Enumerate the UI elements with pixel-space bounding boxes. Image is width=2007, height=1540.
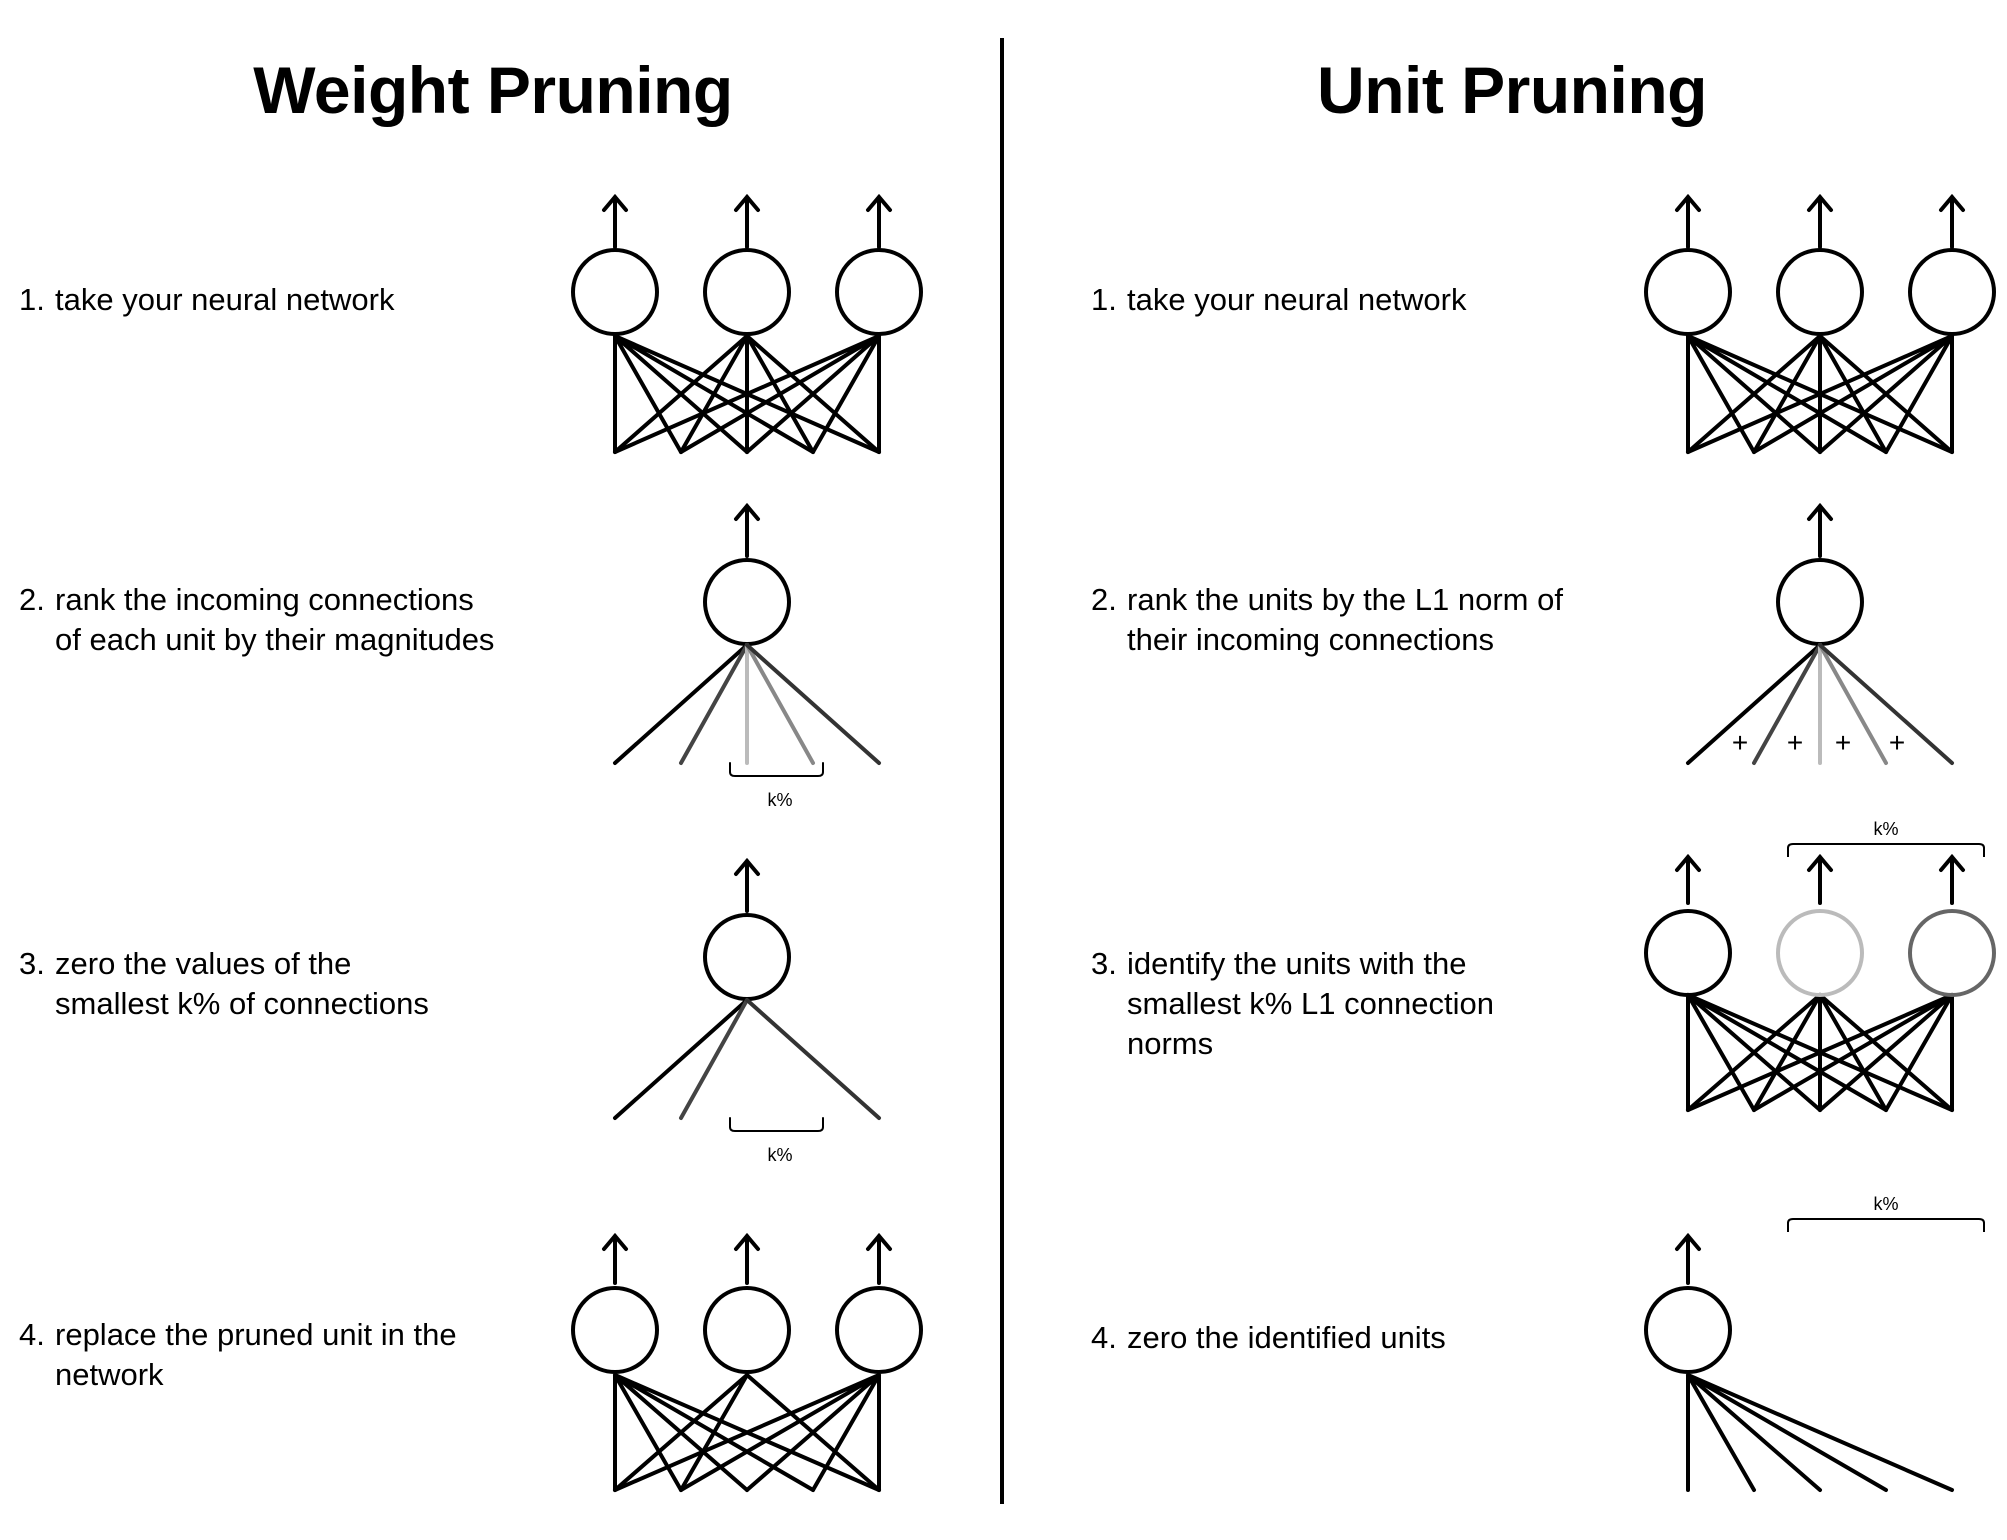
plus-sign: + bbox=[1889, 727, 1905, 758]
unit-node bbox=[1776, 558, 1864, 646]
k-percent-label: k% bbox=[767, 1145, 792, 1165]
connections bbox=[613, 334, 881, 454]
weight-step-4: 4. replace the pruned unit in the network bbox=[19, 1315, 579, 1395]
weight-single-unit-ranked bbox=[613, 502, 881, 777]
step-number: 4. bbox=[19, 1317, 45, 1352]
k-percent-label: k% bbox=[1873, 819, 1898, 839]
unit-pruning-title: Unit Pruning bbox=[1317, 53, 1707, 127]
k-bracket bbox=[1787, 1218, 1985, 1232]
step-number: 2. bbox=[1091, 582, 1117, 617]
unit-node bbox=[703, 1286, 791, 1374]
unit-node bbox=[1644, 909, 1732, 997]
unit-network-identify bbox=[1644, 853, 1996, 1112]
unit-node bbox=[1776, 248, 1864, 336]
unit-step-4: 4. zero the identified units bbox=[1091, 1318, 1651, 1358]
weight-network-replaced bbox=[571, 1232, 923, 1492]
unit-node bbox=[1908, 248, 1996, 336]
step-number: 3. bbox=[19, 946, 45, 981]
unit-single-l1-norm bbox=[1686, 502, 1954, 765]
unit-node bbox=[1644, 248, 1732, 336]
unit-step-1: 1. take your neural network bbox=[1091, 280, 1651, 320]
unit-node bbox=[835, 1286, 923, 1374]
k-bracket bbox=[1787, 843, 1985, 857]
weight-single-unit-pruned bbox=[613, 857, 881, 1132]
unit-step-3: 3. identify the units with the smallest k… bbox=[1091, 944, 1651, 1064]
unit-node bbox=[703, 248, 791, 336]
k-bracket bbox=[729, 1117, 824, 1132]
k-bracket bbox=[729, 762, 824, 777]
step-text: rank the units by the L1 norm of their i… bbox=[1127, 582, 1563, 657]
unit-node bbox=[703, 913, 791, 1001]
step-number: 2. bbox=[19, 582, 45, 617]
step-text: rank the incoming connections of each un… bbox=[55, 582, 495, 657]
step-text: identify the units with the smallest k% … bbox=[1127, 946, 1495, 1061]
plus-sign: + bbox=[1835, 727, 1851, 758]
unit-step-2: 2. rank the units by the L1 norm of their… bbox=[1091, 580, 1651, 660]
output-arrows bbox=[602, 193, 892, 249]
column-divider bbox=[1000, 38, 1004, 1504]
step-text: take your neural network bbox=[55, 282, 395, 317]
step-text: take your neural network bbox=[1127, 282, 1467, 317]
step-number: 1. bbox=[19, 282, 45, 317]
step-number: 4. bbox=[1091, 1320, 1117, 1355]
unit-node bbox=[571, 1286, 659, 1374]
step-number: 1. bbox=[1091, 282, 1117, 317]
unit-network-full bbox=[1644, 193, 1996, 454]
step-text: zero the values of the smallest k% of co… bbox=[55, 946, 429, 1021]
weight-step-1: 1. take your neural network bbox=[19, 280, 579, 320]
step-text: replace the pruned unit in the network bbox=[55, 1317, 457, 1392]
step-text: zero the identified units bbox=[1127, 1320, 1446, 1355]
weight-step-2: 2. rank the incoming connections of each … bbox=[19, 580, 579, 660]
unit-node bbox=[1644, 1286, 1732, 1374]
k-percent-label: k% bbox=[767, 790, 792, 810]
unit-network-zeroed bbox=[1644, 1232, 1954, 1492]
unit-node-low-norm bbox=[1776, 909, 1864, 997]
unit-node-mid-norm bbox=[1908, 909, 1996, 997]
weight-network-full bbox=[571, 193, 923, 454]
weight-pruning-title: Weight Pruning bbox=[253, 53, 733, 127]
step-number: 3. bbox=[1091, 946, 1117, 981]
unit-node bbox=[835, 248, 923, 336]
unit-node bbox=[703, 558, 791, 646]
weight-step-3: 3. zero the values of the smallest k% of … bbox=[19, 944, 579, 1024]
plus-sign: + bbox=[1787, 727, 1803, 758]
plus-sign: + bbox=[1732, 727, 1748, 758]
unit-node bbox=[571, 248, 659, 336]
k-percent-label: k% bbox=[1873, 1194, 1898, 1214]
